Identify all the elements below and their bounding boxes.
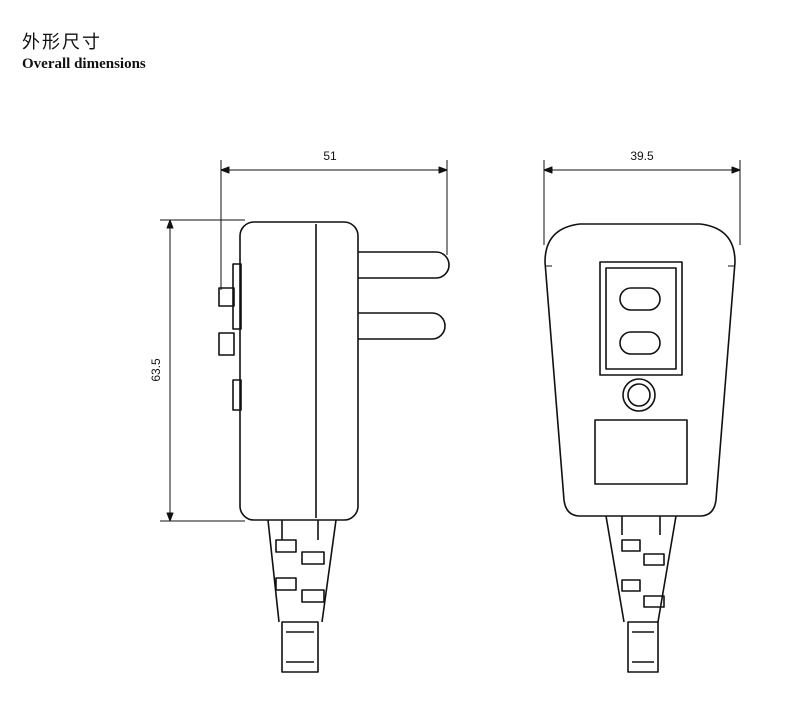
side-height-dimension xyxy=(160,219,245,522)
title-chinese: 外形尺寸 xyxy=(22,32,102,53)
side-button-bottom xyxy=(218,332,235,356)
front-strain-relief xyxy=(605,515,677,673)
front-width-dimension xyxy=(543,160,741,245)
side-back-panel xyxy=(232,263,242,330)
front-view: 39.5 xyxy=(543,149,741,673)
reset-button xyxy=(619,331,661,355)
label-area xyxy=(594,419,688,485)
indicator-light-outer xyxy=(622,378,656,412)
front-width-label: 39.5 xyxy=(630,149,654,163)
side-button-top xyxy=(218,287,235,307)
indicator-light-inner xyxy=(627,383,651,407)
plug-prong-bottom xyxy=(358,312,446,340)
side-body xyxy=(239,221,359,521)
side-width-label: 51 xyxy=(323,149,337,163)
side-height-label: 63.5 xyxy=(149,358,163,382)
side-strain-relief xyxy=(267,519,337,673)
test-button xyxy=(619,287,661,311)
plug-prong-top xyxy=(358,251,450,279)
side-back-tab xyxy=(232,379,242,411)
side-width-dimension xyxy=(220,160,448,290)
front-body xyxy=(544,223,736,517)
side-view: 51 63.5 xyxy=(149,149,450,673)
title-english: Overall dimensions xyxy=(22,56,146,72)
button-panel-outer xyxy=(599,261,683,376)
button-panel-inner xyxy=(605,267,677,370)
